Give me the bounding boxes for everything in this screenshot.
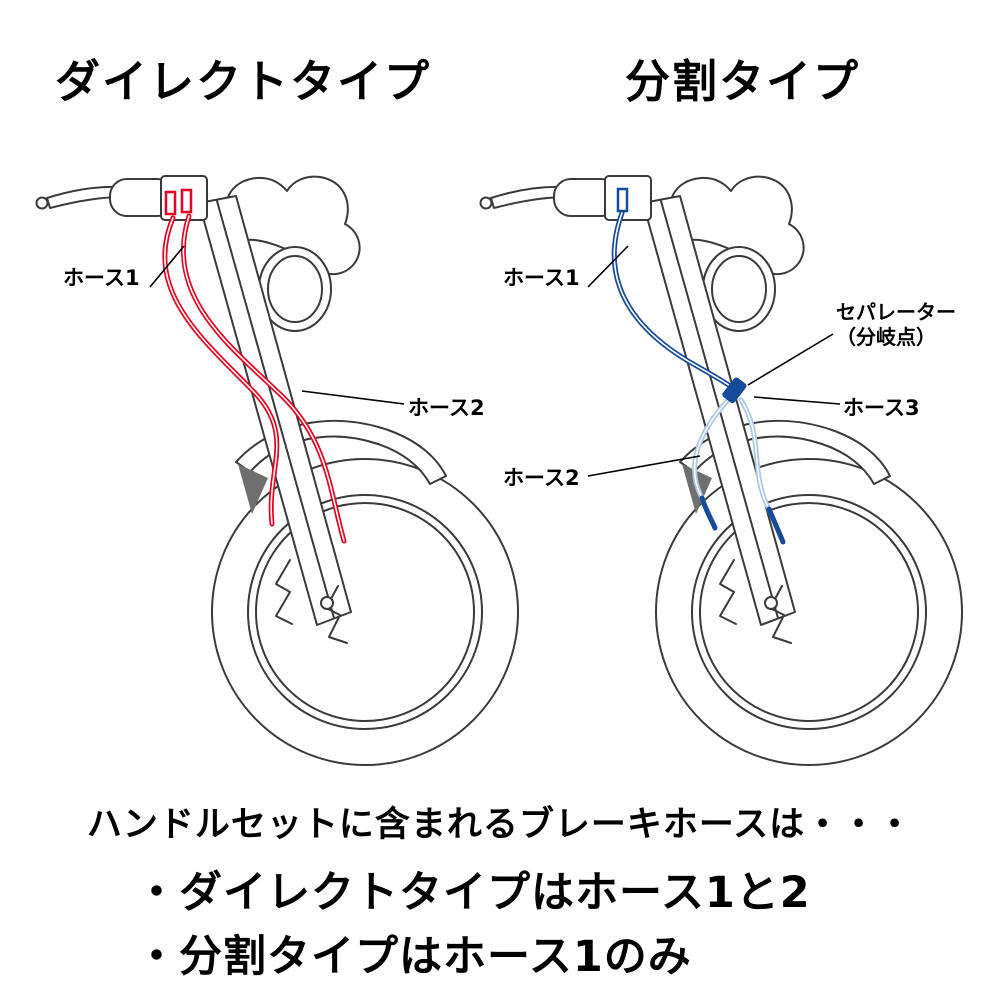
leader-direct-hose1: [149, 245, 185, 288]
split-hose1-label: ホース1: [503, 266, 580, 290]
separator-label-line1: セパレーター: [836, 300, 956, 324]
leader-split-separator: [747, 333, 834, 386]
leader-lines: [149, 245, 841, 477]
leader-split-hose3: [753, 396, 841, 405]
separator-block: [722, 377, 747, 404]
direct-banjo-fitting-2: [180, 188, 193, 214]
leader-split-hose1: [587, 245, 629, 288]
footer-bullet-split: ・分割タイプはホース1のみ: [135, 932, 692, 982]
split-hose3-label: ホース3: [843, 396, 920, 420]
split-type-title: 分割タイプ: [625, 55, 861, 108]
direct-hose-2-core: [182, 215, 345, 542]
separator-label-line2: （分岐点）: [836, 325, 936, 349]
footer-bullet-direct: ・ダイレクトタイプはホース1と2: [135, 868, 811, 918]
footer-intro: ハンドルセットに含まれるブレーキホースは・・・: [86, 805, 914, 845]
split-banjo-fitting: [616, 187, 629, 213]
direct-hose-1-core: [164, 217, 278, 525]
leader-direct-hose2: [301, 390, 405, 405]
direct-hose1-label: ホース1: [63, 266, 140, 290]
direct-banjo-fitting-1: [164, 190, 177, 216]
split-hose2-label: ホース2: [503, 466, 580, 490]
split-lower-hose-right-end: [766, 506, 786, 545]
direct-type-title: ダイレクトタイプ: [55, 55, 432, 108]
direct-hoses: [162, 188, 347, 544]
split-lower-hose-left-end: [699, 495, 718, 531]
direct-hose2-label: ホース2: [408, 396, 485, 420]
leader-split-hose2: [587, 455, 701, 477]
